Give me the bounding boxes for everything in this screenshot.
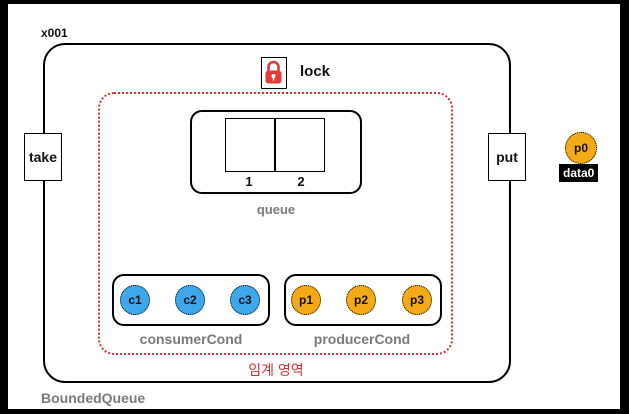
producer-cond-label: producerCond xyxy=(313,331,411,347)
producer-thread-p3: p3 xyxy=(402,285,432,315)
consumer-thread-c1: c1 xyxy=(120,285,150,315)
data0-badge: data0 xyxy=(559,164,599,182)
class-label: BoundedQueue xyxy=(41,390,146,406)
take-method-box: take xyxy=(24,133,62,181)
take-label: take xyxy=(28,149,58,165)
thread-label: c3 xyxy=(238,293,252,307)
lock-label: lock xyxy=(300,63,331,80)
consumer-cond-label: consumerCond xyxy=(139,331,243,347)
producer-thread-p2: p2 xyxy=(346,285,376,315)
critical-section-label: 임계 영역 xyxy=(248,362,304,378)
thread-label: c2 xyxy=(183,293,197,307)
thread-label: p1 xyxy=(298,293,313,307)
queue-slot-1 xyxy=(225,118,275,172)
thread-label: p0 xyxy=(573,141,588,155)
queue-slot-1-number: 1 xyxy=(245,174,253,189)
critical-section-border xyxy=(98,92,453,355)
thread-label: p3 xyxy=(409,293,424,307)
producer-cond-box xyxy=(284,274,442,326)
diagram-canvas: x001 BoundedQueue lock take put 임계 영역 1 … xyxy=(8,4,620,409)
bounded-queue-box xyxy=(43,43,511,383)
waiting-thread-p0: p0 xyxy=(565,132,597,164)
thread-label: p2 xyxy=(353,293,368,307)
instance-label: x001 xyxy=(41,26,68,40)
queue-slot-2-number: 2 xyxy=(297,174,305,189)
queue-slot-2 xyxy=(275,118,325,172)
producer-thread-p1: p1 xyxy=(291,285,321,315)
lock-icon-graphic xyxy=(265,60,282,84)
consumer-thread-c2: c2 xyxy=(175,285,205,315)
queue-box xyxy=(190,110,362,194)
lock-icon xyxy=(261,57,287,89)
queue-label: queue xyxy=(256,202,296,217)
consumer-thread-c3: c3 xyxy=(230,285,260,315)
put-label: put xyxy=(496,149,518,165)
thread-label: c1 xyxy=(128,293,142,307)
consumer-cond-box xyxy=(112,274,270,326)
put-method-box: put xyxy=(488,133,526,181)
